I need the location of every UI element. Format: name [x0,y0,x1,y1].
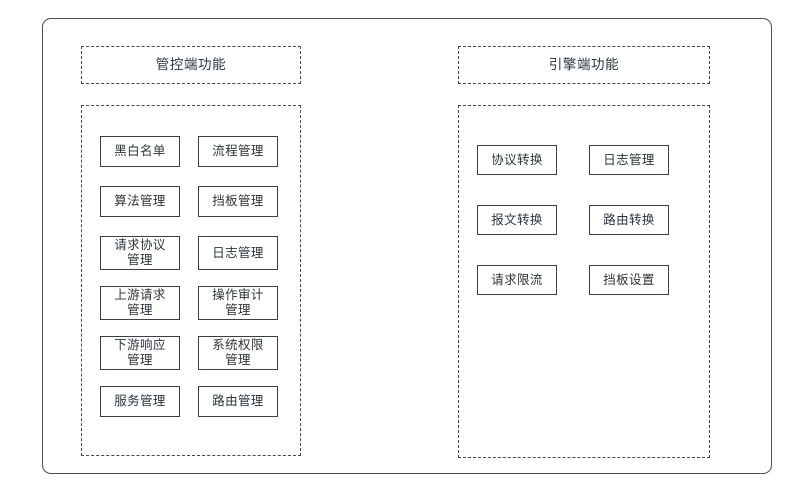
engine-side-body-panel [458,105,710,458]
engine-side-header-label: 引擎端功能 [548,56,620,72]
function-label: 请求限流 [491,272,543,287]
engine-side-function-grid: 协议转换 日志管理 报文转换 路由转换 请求限流 挡板设置 [477,145,669,295]
function-box[interactable]: 黑白名单 [100,136,180,167]
function-box[interactable]: 上游请求 管理 [100,286,180,320]
function-box[interactable]: 挡板设置 [589,265,669,295]
function-box[interactable]: 请求协议 管理 [100,236,180,270]
function-box[interactable]: 流程管理 [198,136,278,167]
function-label: 挡板管理 [212,194,264,208]
function-label: 日志管理 [603,152,655,167]
function-box[interactable]: 协议转换 [477,145,557,175]
function-box[interactable]: 操作审计 管理 [198,286,278,320]
function-label: 协议转换 [491,152,543,167]
control-side-body-panel [81,105,301,456]
engine-side-header-panel: 引擎端功能 [458,46,710,84]
function-box[interactable]: 日志管理 [589,145,669,175]
function-label: 路由管理 [212,394,264,408]
function-label: 服务管理 [114,394,166,408]
function-label: 挡板设置 [603,272,655,287]
function-box[interactable]: 挡板管理 [198,186,278,217]
function-box[interactable]: 请求限流 [477,265,557,295]
function-box[interactable]: 服务管理 [100,386,180,417]
function-box[interactable]: 日志管理 [198,236,278,270]
function-box[interactable]: 系统权限 管理 [198,336,278,370]
function-label: 算法管理 [114,194,166,208]
function-label: 系统权限 管理 [212,338,264,367]
function-box[interactable]: 下游响应 管理 [100,336,180,370]
function-box[interactable]: 报文转换 [477,205,557,235]
function-label: 报文转换 [491,212,543,227]
function-box[interactable]: 算法管理 [100,186,180,217]
function-label: 上游请求 管理 [114,288,166,317]
control-side-header-label: 管控端功能 [155,56,227,72]
function-label: 流程管理 [212,144,264,158]
control-side-function-grid: 黑白名单 流程管理 算法管理 挡板管理 请求协议 管理 日志管理 上游请求 管理… [100,136,278,417]
function-box[interactable]: 路由管理 [198,386,278,417]
function-label: 请求协议 管理 [114,238,166,267]
control-side-header-panel: 管控端功能 [81,46,301,84]
function-label: 路由转换 [603,212,655,227]
function-label: 下游响应 管理 [114,338,166,367]
function-label: 日志管理 [212,245,264,260]
function-box[interactable]: 路由转换 [589,205,669,235]
function-label: 黑白名单 [114,144,166,158]
function-label: 操作审计 管理 [212,288,264,317]
